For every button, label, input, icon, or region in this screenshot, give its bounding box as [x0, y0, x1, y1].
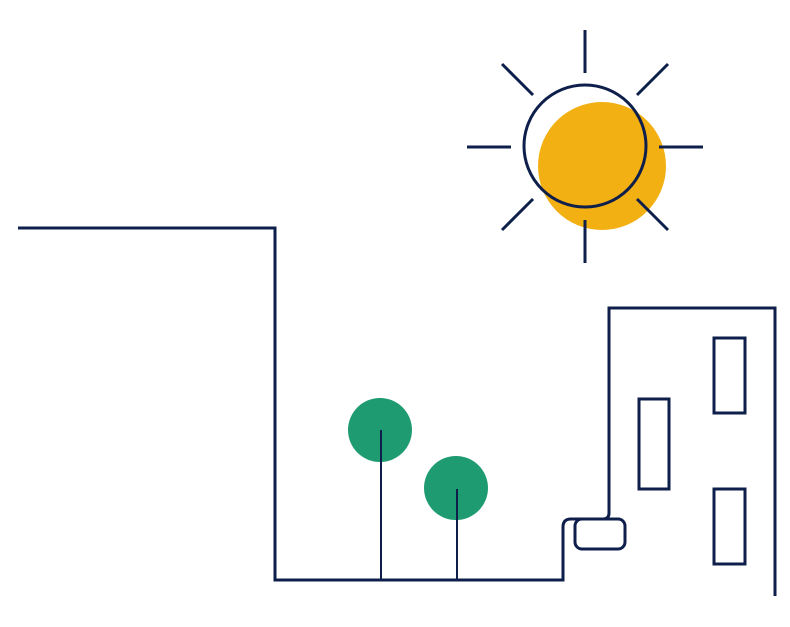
window-upper-right — [712, 336, 747, 415]
sun-fill — [538, 102, 666, 230]
tree-icon — [348, 398, 412, 580]
tree-icon — [424, 456, 488, 580]
sun-ray-bottom-right — [635, 197, 670, 232]
sun-ray-top-left — [500, 62, 535, 97]
sun-ray-top-right — [635, 62, 670, 97]
sun-icon — [467, 30, 703, 263]
skyline-line — [18, 226, 777, 596]
sun-outline — [522, 83, 648, 209]
window-middle-left — [637, 397, 671, 491]
tree-right-canopy — [424, 456, 488, 520]
utility-box — [573, 517, 627, 551]
building-icon — [637, 336, 747, 566]
window-lower-right — [712, 487, 747, 566]
sun-rays — [467, 30, 703, 263]
sun-ray-bottom-left — [500, 197, 535, 232]
